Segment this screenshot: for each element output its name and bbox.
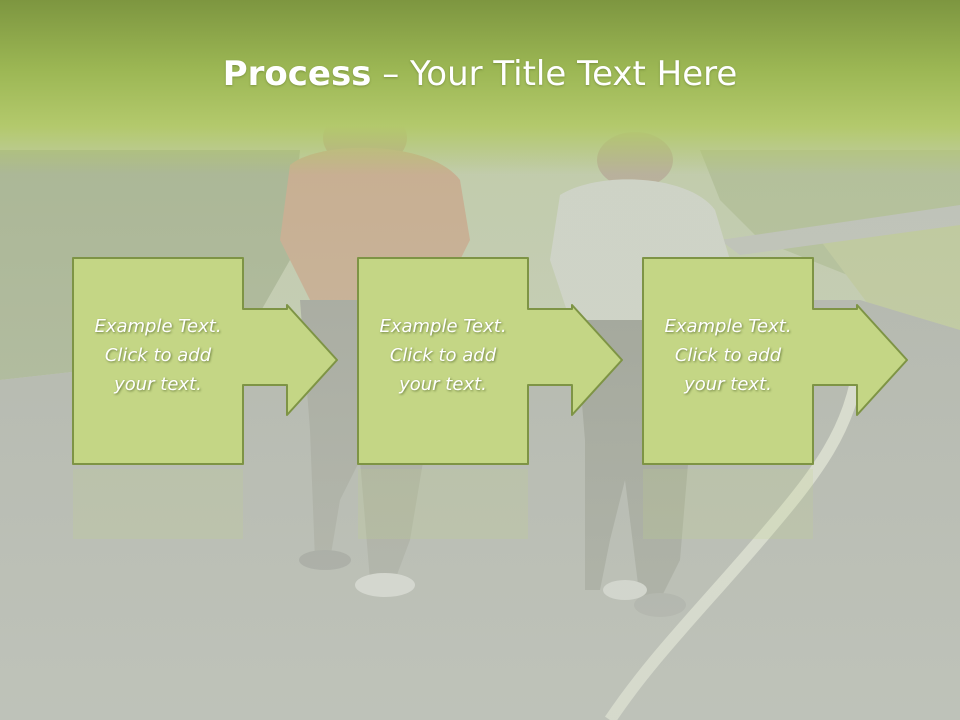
title-rest: – Your Title Text Here bbox=[371, 54, 738, 94]
step-2-line-2: Click to add bbox=[389, 345, 497, 366]
step-3-line-3: your text. bbox=[684, 374, 772, 395]
step-1-line-3: your text. bbox=[114, 374, 202, 395]
step-3-line-2: Click to add bbox=[674, 345, 782, 366]
step-1-line-1: Example Text. bbox=[94, 316, 222, 337]
step-3-line-1: Example Text. bbox=[664, 316, 792, 337]
header-band bbox=[0, 0, 960, 175]
step-1-line-2: Click to add bbox=[104, 345, 212, 366]
process-step-2[interactable]: Example Text. Click to add your text. bbox=[357, 257, 627, 547]
step-2-line-1: Example Text. bbox=[379, 316, 507, 337]
step-2-line-3: your text. bbox=[399, 374, 487, 395]
step-3-arrow-shape bbox=[642, 257, 908, 539]
step-1-text: Example Text. Click to add your text. bbox=[72, 312, 244, 399]
step-3-text: Example Text. Click to add your text. bbox=[642, 312, 814, 399]
step-2-text: Example Text. Click to add your text. bbox=[357, 312, 529, 399]
step-2-arrow-shape bbox=[357, 257, 623, 539]
step-1-arrow-shape bbox=[72, 257, 338, 539]
slide-title[interactable]: Process – Your Title Text Here bbox=[0, 52, 960, 96]
title-bold: Process bbox=[222, 54, 372, 94]
process-step-1[interactable]: Example Text. Click to add your text. bbox=[72, 257, 342, 547]
process-step-3[interactable]: Example Text. Click to add your text. bbox=[642, 257, 912, 547]
